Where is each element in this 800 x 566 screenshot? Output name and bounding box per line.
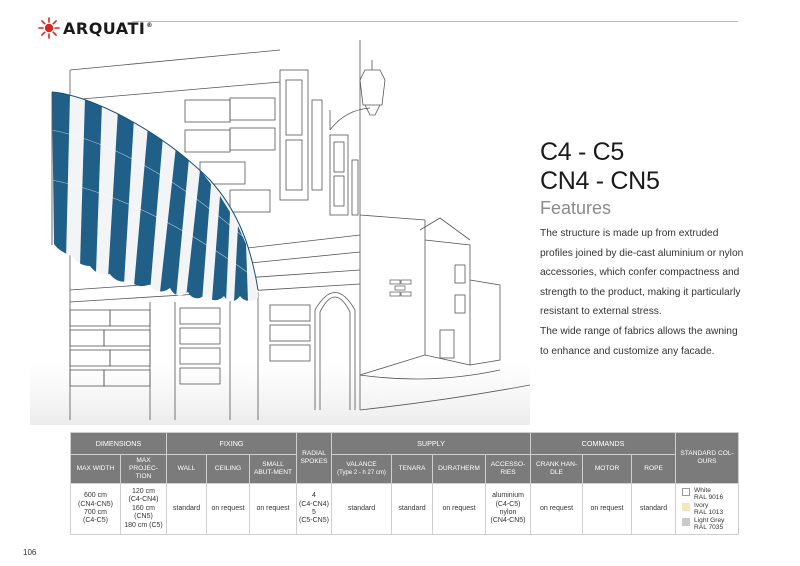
cell-max-projection: 120 cm (C4-CN4) 160 cm (CN5) 180 cm (C5) (120, 483, 167, 535)
header-standard-colours: STANDARD COL-OURS (675, 432, 740, 484)
cell-ceiling: on request (206, 483, 250, 535)
table-row: 600 cm (CN4-CN5) 700 cm (C4-C5) 120 cm (… (70, 483, 740, 535)
header-dimensions: DIMENSIONS (70, 432, 167, 455)
cell-valance: standard (331, 483, 392, 535)
swatch-ivory (682, 503, 691, 511)
product-title-line-2: CN4 - CN5 (540, 167, 660, 195)
swatch-white (682, 488, 691, 496)
cell-rope: standard (631, 483, 677, 535)
brand-name: ARQUATI® (63, 18, 153, 38)
sun-logo-icon (38, 17, 60, 39)
description-paragraph: The structure is made up from extruded p… (540, 228, 744, 318)
header-accessories: ACCESSO-RIES (484, 454, 532, 484)
product-title-line-1: C4 - C5 (540, 138, 625, 166)
cell-tenara: standard (391, 483, 433, 535)
cell-radial-spokes: 4 (C4-CN4) 5 (C5-CN5) (296, 483, 332, 535)
header-commands: COMMANDS (530, 432, 677, 455)
awning-illustration (30, 40, 531, 425)
header-valance-label: VALANCE (346, 461, 377, 468)
header-max-width: MAX WIDTH (70, 454, 121, 484)
swatch-light-grey (682, 518, 691, 526)
header-ceiling: CEILING (206, 454, 250, 484)
header-supply: SUPPLY (330, 432, 532, 455)
features-table: DIMENSIONS FIXING RADIAL SPOKES SUPPLY C… (70, 432, 740, 535)
header-wall: WALL (166, 454, 207, 484)
cell-accessories: aluminium (C4-C5) nylon (CN4-CN5) (484, 483, 532, 535)
brand-logo: ARQUATI® (38, 16, 153, 40)
header-fixing: FIXING (166, 432, 297, 455)
product-subtitle: Features (540, 198, 612, 218)
header-divider (132, 21, 738, 22)
product-description: The structure is made up from extruded p… (540, 224, 745, 361)
header-max-projection: MAX PROJEC-TION (120, 454, 167, 484)
header-radial-spokes: RADIAL SPOKES (296, 432, 332, 484)
cell-crank-handle: on request (530, 483, 584, 535)
product-title-block: C4 - C5 CN4 - CN5 Features (540, 138, 660, 219)
cell-max-width: 600 cm (CN4-CN5) 700 cm (C4-C5) (70, 483, 121, 535)
page-number: 106 (23, 548, 37, 557)
cell-small-abutment: on request (249, 483, 297, 535)
header-crank-handle: CRANK HAN-DLE (530, 454, 584, 484)
header-rope: ROPE (631, 454, 677, 484)
header-tenara: TENARA (391, 454, 433, 484)
description-paragraph: The wide range of fabrics allows the awn… (540, 325, 738, 357)
cell-motor: on request (582, 483, 633, 535)
header-valance: VALANCE (Type 2 - h 27 cm) (331, 454, 392, 484)
cell-wall: standard (166, 483, 207, 535)
header-duratherm: DURATHERM (432, 454, 486, 484)
cell-duratherm: on request (432, 483, 486, 535)
header-motor: MOTOR (582, 454, 633, 484)
header-small-abutment: SMALL ABUT-MENT (249, 454, 297, 484)
header-valance-note: (Type 2 - h 27 cm) (337, 470, 386, 476)
